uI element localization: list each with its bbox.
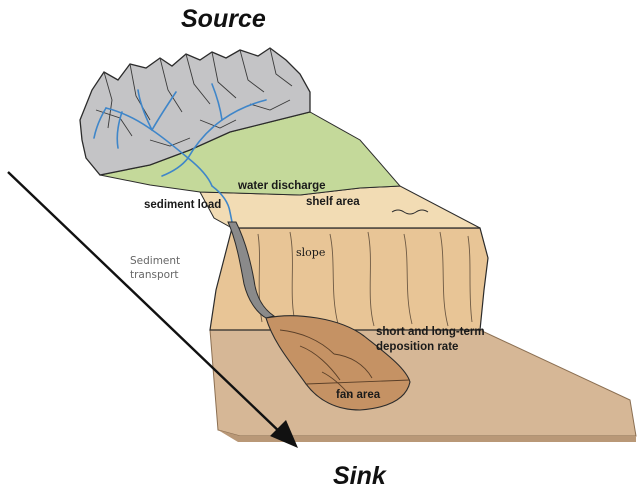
title-sink: Sink: [333, 462, 387, 486]
shelf-waves: [391, 209, 429, 215]
side-label-line2: transport: [130, 269, 179, 281]
mountain-range: [79, 47, 311, 176]
basin-front-edge: [218, 430, 636, 442]
label-water-discharge: water discharge: [237, 180, 326, 192]
label-deposition-line1: short and long-term: [376, 326, 485, 338]
label-deposition-line2: deposition rate: [376, 341, 458, 353]
title-source: Source: [181, 5, 266, 33]
side-label-line1: Sediment: [130, 255, 180, 267]
slope-face: [209, 227, 489, 331]
label-sediment-load: sediment load: [144, 199, 221, 211]
sediment-transport-arrow: [7, 171, 285, 437]
river-network: [93, 83, 267, 223]
slope-gullies: [257, 231, 473, 327]
fan-lobes: [279, 329, 411, 399]
label-shelf-area: shelf area: [306, 196, 360, 208]
label-slope: slope: [296, 246, 325, 259]
arrow-head-icon: [270, 420, 298, 448]
label-fan-area: fan area: [336, 389, 381, 401]
submarine-fan: [265, 315, 411, 411]
